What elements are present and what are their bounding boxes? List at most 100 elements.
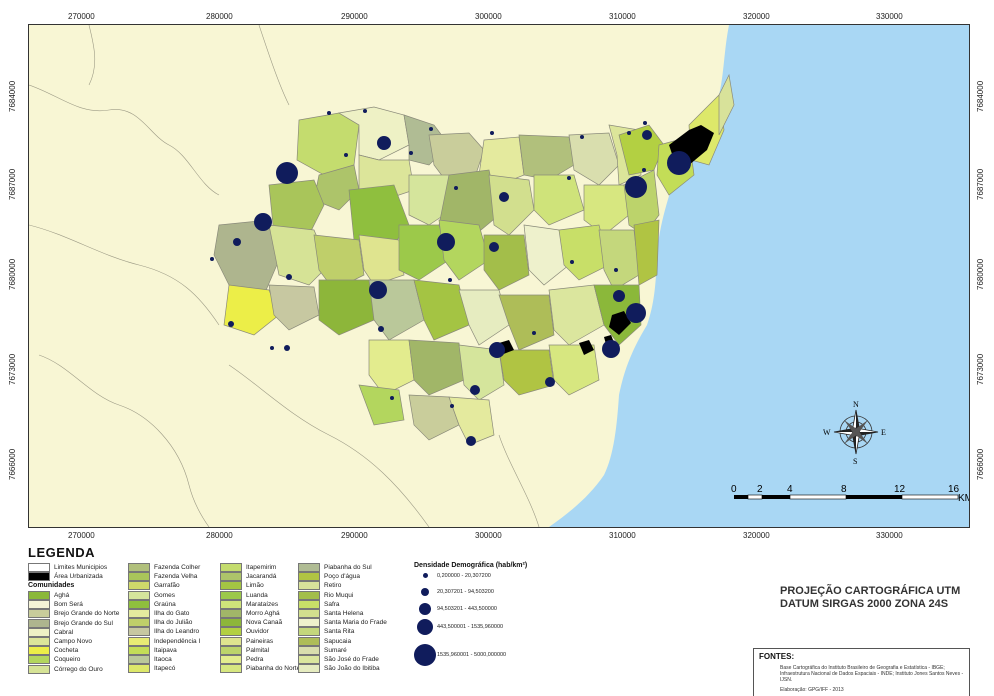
legend-community-item: Independência I — [128, 636, 200, 646]
legend-community-item: Santa Helena — [298, 609, 363, 618]
legend-community-item: São João do Ibitiba — [298, 664, 380, 674]
density-legend-dot — [417, 619, 433, 635]
x-coord-label-top: 270000 — [68, 12, 95, 21]
legend-community-item: Jacarandá — [220, 572, 276, 582]
legend-community-label: Safra — [324, 600, 340, 608]
legend-community-label: Itapemirim — [246, 564, 277, 571]
legend-swatch — [220, 627, 242, 637]
compass-n: N — [853, 400, 859, 409]
legend-community-item: Cabral — [28, 627, 74, 637]
density-point — [284, 345, 290, 351]
municipal-limits — [29, 25, 540, 527]
legend-community-label: Pedra — [246, 656, 264, 663]
legend-urban: Área Urbanizada — [28, 572, 103, 581]
density-point — [643, 121, 647, 125]
legend-community-item: Sapucaia — [298, 636, 352, 646]
density-point — [377, 136, 391, 150]
density-legend-item: 1535,960001 - 5000,000000 — [414, 644, 506, 666]
legend-community-label: Luanda — [246, 591, 268, 599]
legend-community-item: Aghá — [28, 591, 69, 600]
density-point — [327, 111, 331, 115]
legend-swatch — [220, 563, 242, 572]
scale-label-4: 4 — [787, 484, 793, 495]
density-point — [270, 346, 274, 350]
legend-swatch — [128, 636, 150, 646]
scale-label-2: 2 — [757, 484, 763, 495]
y-coord-label-left: 7666000 — [8, 448, 17, 480]
legend-swatch — [28, 618, 50, 628]
legend-community-item: Retiro — [298, 581, 341, 591]
legend-swatch — [128, 599, 150, 609]
legend-community-item: Rio Muqui — [298, 590, 353, 600]
legend-swatch — [128, 581, 150, 591]
legend-community-label: São José do Frade — [324, 656, 379, 663]
legend-swatch — [220, 655, 242, 664]
density-legend-dot — [414, 644, 436, 666]
legend-community-label: Piabanha do Sul — [324, 564, 372, 571]
legend-swatch — [128, 572, 150, 582]
legend-swatch — [28, 664, 50, 674]
legend-community-item: Graúna — [128, 599, 176, 609]
legend-community-label: Aghá — [54, 592, 70, 599]
density-point — [448, 278, 452, 282]
legend-community-item: Poço d'água — [298, 572, 360, 582]
x-coord-label-top: 280000 — [206, 12, 233, 21]
legend-community-label: Santa Maria do Frade — [324, 619, 387, 627]
legend-community-item: Palmital — [220, 645, 270, 655]
scale-label-12: 12 — [894, 484, 906, 495]
legend-community-item: Paineiras — [220, 636, 273, 646]
legend-community-item: Santa Rita — [298, 627, 354, 637]
density-point — [454, 186, 458, 190]
density-point — [614, 268, 618, 272]
legend-swatch — [298, 563, 320, 572]
compass-s: S — [853, 457, 857, 466]
map-frame: N S E W 0 2 4 8 12 16 KM — [28, 24, 970, 528]
density-point — [254, 213, 272, 231]
scale-unit: KM — [958, 493, 969, 504]
legend-community-label: Brejo Grande do Norte — [54, 610, 120, 618]
x-coord-label-bottom: 330000 — [876, 531, 903, 540]
legend-community-label: Fazenda Colher — [154, 564, 201, 571]
density-point — [378, 326, 384, 332]
legend-community-item: Gomes — [128, 590, 175, 600]
y-coord-label-right: 7680000 — [976, 258, 985, 290]
legend-community-label: Palmital — [246, 646, 270, 654]
legend-community-item: Piabanha do Sul — [298, 563, 372, 572]
density-point — [625, 176, 647, 198]
density-point — [437, 233, 455, 251]
legend-community-item: Pedra — [220, 655, 263, 664]
density-point — [490, 131, 494, 135]
compass-rose: N S E W — [823, 400, 886, 466]
legend-community-label: Sapucaia — [324, 637, 352, 645]
legend-swatch — [220, 572, 242, 582]
density-point — [344, 153, 348, 157]
legend-community-item: Itaipava — [128, 645, 177, 655]
scale-label-16: 16 — [948, 484, 960, 495]
legend-swatch — [128, 627, 150, 637]
y-coord-label-right: 7684000 — [976, 80, 985, 112]
urban-swatch — [28, 572, 50, 581]
legend-limits-label: Limites Municipios — [54, 564, 108, 571]
density-legend-item: 94,503201 - 443,500000 — [419, 603, 497, 615]
legend-community-label: Ilha do Gato — [154, 610, 190, 617]
projection-line-1: PROJEÇÃO CARTOGRÁFICA UTM — [780, 585, 961, 597]
legend-community-item: Cocheta — [28, 646, 79, 656]
legend-community-label: Campo Novo — [54, 638, 92, 645]
density-point — [499, 192, 509, 202]
legend-community-label: Cabral — [54, 628, 74, 636]
legend-community-item: Córrego do Ouro — [28, 664, 103, 674]
scale-label-0: 0 — [731, 484, 737, 495]
legend-swatch — [220, 618, 242, 628]
legend-community-label: Itaoca — [154, 656, 172, 663]
legend-community-label: Cocheta — [54, 647, 79, 655]
sources-text: Base Cartográfica do Instituto Brasileir… — [780, 665, 964, 683]
legend-community-item: Ouvidor — [220, 627, 269, 637]
legend-community-label: Santa Helena — [324, 610, 364, 617]
legend-community-label: Brejo Grande do Sul — [54, 619, 113, 627]
density-point — [667, 151, 691, 175]
density-legend-item: 0,200000 - 20,307200 — [422, 573, 491, 579]
legend-community-item: Bom Será — [28, 600, 83, 610]
density-points — [210, 109, 691, 446]
density-point — [369, 281, 387, 299]
scale-label-8: 8 — [841, 484, 847, 495]
